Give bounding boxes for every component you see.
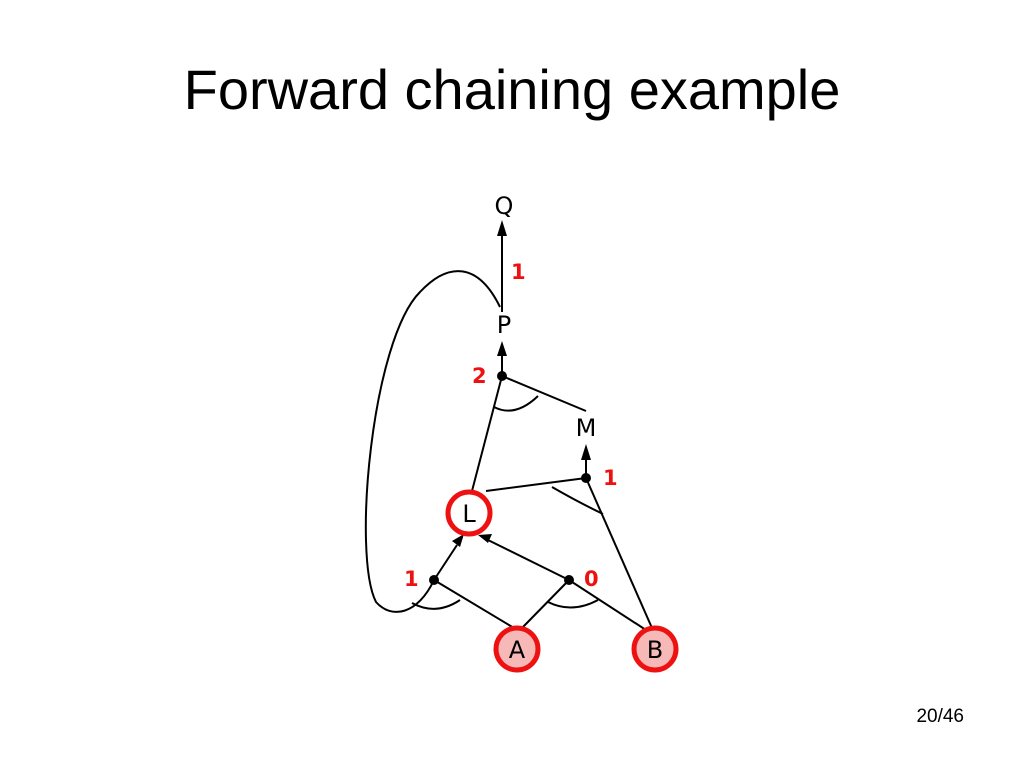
count-ap-implies-l: 1	[404, 567, 419, 591]
count-bl-implies-m: 1	[603, 466, 618, 490]
node-b: B	[647, 636, 663, 664]
node-a: A	[509, 636, 526, 664]
edge-l-conjm	[485, 477, 587, 492]
edge-conj1-l	[433, 544, 458, 581]
count-labels: 1 2 1 1 0	[404, 260, 618, 591]
arrowhead-p	[497, 341, 507, 356]
edge-m-conj2	[501, 375, 587, 412]
arrowhead-m	[581, 444, 591, 460]
node-labels: Q P M L A B	[462, 192, 663, 664]
count-lm-implies-p: 2	[472, 364, 487, 388]
edge-conj0-l	[487, 539, 570, 581]
conjunction-dot-l-right	[564, 575, 574, 585]
edge-a-conj0	[521, 579, 570, 629]
node-b-ring	[631, 625, 679, 673]
node-l: L	[462, 500, 476, 528]
arrowhead-l-left	[452, 534, 464, 547]
and-arc-l0	[547, 599, 599, 609]
arrowhead-l-right	[478, 534, 492, 543]
conjunction-dot-m	[581, 473, 591, 483]
count-p-implies-q: 1	[511, 260, 526, 284]
node-a-ring	[493, 625, 541, 673]
slide-title: Forward chaining example	[183, 58, 841, 121]
count-ab-implies-l: 0	[584, 567, 599, 591]
node-l-ring	[445, 489, 493, 537]
conjunction-dots	[429, 371, 591, 585]
node-p: P	[497, 311, 511, 339]
and-arc-p	[493, 395, 539, 412]
node-m: M	[576, 414, 597, 442]
arrowhead-q	[497, 220, 507, 236]
edge-b-conjm	[585, 477, 653, 629]
edge-a-conj1	[433, 579, 515, 629]
conjunction-dot-p	[497, 371, 507, 381]
page-number: 20/46	[916, 706, 964, 727]
edge-loop-p-a	[364, 270, 501, 613]
and-arc-l1	[411, 599, 461, 610]
and-arc-m	[551, 486, 604, 515]
edge-b-conj0	[568, 579, 647, 631]
edge-l-conj2	[471, 375, 503, 492]
node-q: Q	[495, 192, 514, 220]
inferred-node-rings	[445, 489, 679, 673]
conjunction-dot-l-left	[429, 575, 439, 585]
